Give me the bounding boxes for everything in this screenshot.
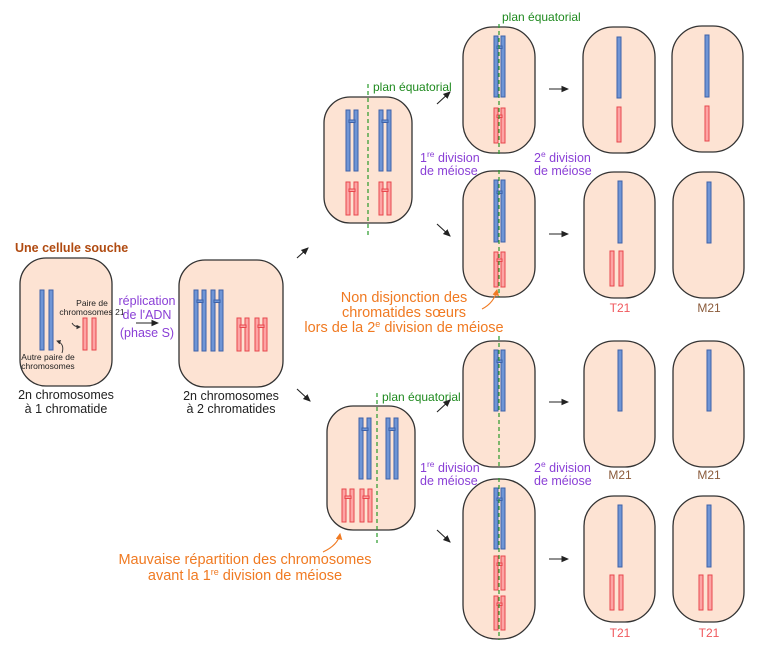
missegregation-note-2: avant la 1re division de méiose	[148, 567, 342, 584]
nondisjunction-note-2: chromatides sœurs	[342, 305, 466, 321]
other-pair-label-2: chromosomes	[21, 361, 74, 371]
nondisjunction-note-1: Non disjonction des	[341, 290, 468, 306]
missegregation-note-1: Mauvaise répartition des chromosomes	[118, 552, 371, 568]
replication-label-1: réplication	[119, 294, 176, 308]
gamete-cell-monosomy	[672, 171, 745, 299]
equatorial-label: plan équatorial	[382, 390, 461, 404]
metaphase1-cell-normal	[323, 84, 413, 236]
other-pair-label-1: Autre paire de	[21, 352, 75, 362]
chromosome-21	[91, 317, 97, 351]
chromosome-blue	[39, 289, 45, 351]
div2-label-bottom: 2e division	[534, 459, 591, 475]
gamete-cell	[671, 25, 744, 153]
equatorial-label: plan équatorial	[373, 80, 452, 94]
chromosome-21	[82, 317, 88, 351]
stem-cell: Paire de chromosomes 21 Autre paire de c…	[19, 257, 125, 387]
cell1-caption-2: à 1 chromatide	[25, 402, 108, 416]
page-title: Une cellule souche	[15, 241, 128, 255]
pair21-label-2: chromosomes 21	[59, 307, 124, 317]
metaphase2-cell-extra21	[462, 478, 536, 640]
pointer-arrow-icon	[322, 532, 343, 553]
replicated-cell	[178, 259, 284, 388]
div1-label-bottom-2: de méiose	[420, 474, 478, 488]
div1-label-top: 1re division	[420, 149, 480, 165]
outcome-label: T21	[699, 626, 720, 640]
arrow-icon	[296, 247, 309, 259]
metaphase1-cell-missegregation	[326, 393, 416, 543]
outcome-label: M21	[697, 468, 721, 482]
equatorial-label: plan équatorial	[502, 10, 581, 24]
arrow-icon	[436, 399, 451, 413]
outcome-label: M21	[608, 468, 632, 482]
metaphase2-cell	[462, 336, 536, 468]
arrow-icon	[296, 388, 311, 402]
div1-label-top-2: de méiose	[420, 164, 478, 178]
cell2-caption-1: 2n chromosomes	[183, 389, 279, 403]
arrow-icon	[436, 91, 451, 105]
div2-label-top-2: de méiose	[534, 164, 592, 178]
nondisjunction-note-3: lors de la 2e division de méiose	[304, 319, 503, 336]
pointer-arrow-icon	[71, 322, 81, 330]
replication-label-3: (phase S)	[120, 326, 174, 340]
gamete-cell-trisomy	[583, 495, 656, 623]
replication-label-2: de l'ADN	[123, 308, 172, 322]
gamete-cell-monosomy	[672, 340, 745, 468]
pair21-label-1: Paire de	[76, 298, 108, 308]
pointer-arrow-icon	[481, 288, 499, 310]
arrow-icon	[436, 223, 451, 237]
div2-label-bottom-2: de méiose	[534, 474, 592, 488]
cell1-caption-1: 2n chromosomes	[18, 388, 114, 402]
gamete-cell	[582, 26, 656, 154]
cell2-caption-2: à 2 chromatides	[187, 402, 276, 416]
outcome-label: T21	[610, 626, 631, 640]
gamete-cell-trisomy	[583, 171, 656, 299]
div2-label-top: 2e division	[534, 149, 591, 165]
gamete-cell-monosomy	[583, 340, 656, 468]
pointer-arrow-icon	[56, 340, 64, 354]
chromosome-blue	[48, 289, 54, 351]
gamete-cell-trisomy	[672, 495, 745, 623]
arrow-icon	[436, 529, 451, 543]
metaphase2-cell	[462, 24, 536, 155]
div1-label-bottom: 1re division	[420, 459, 480, 475]
metaphase2-cell-nondisjunction	[462, 170, 536, 298]
outcome-label: T21	[610, 301, 631, 315]
outcome-label: M21	[697, 301, 721, 315]
